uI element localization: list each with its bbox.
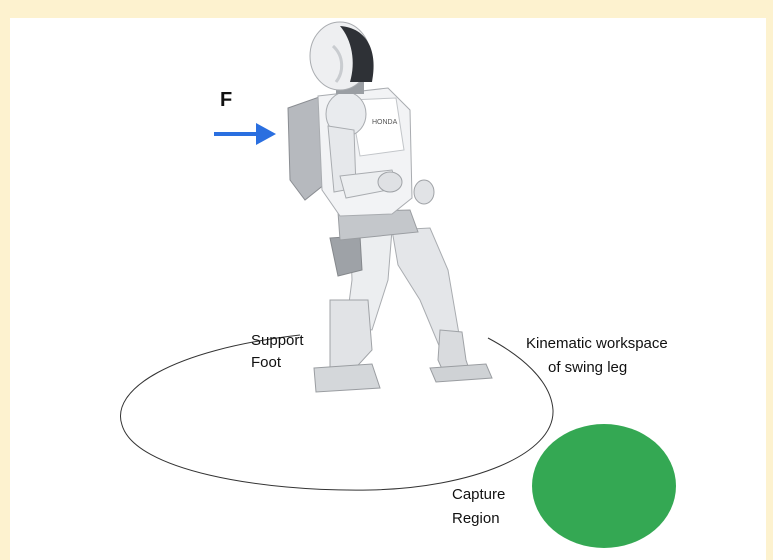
capture-region-label-line2: Region bbox=[452, 510, 500, 527]
svg-text:HONDA: HONDA bbox=[372, 119, 398, 126]
support-foot-label-line2: Foot bbox=[251, 354, 282, 371]
capture-region-label-line1: Capture bbox=[452, 486, 506, 503]
force-label: F bbox=[220, 89, 233, 111]
support-foot-label-line1: Support bbox=[251, 332, 304, 349]
capture-region bbox=[532, 424, 676, 548]
workspace-label-line1: Kinematic workspace bbox=[526, 335, 668, 352]
force-arrow-icon bbox=[214, 123, 276, 145]
workspace-label-line2: of swing leg bbox=[548, 359, 628, 376]
humanoid-robot-icon: HONDA bbox=[287, 21, 493, 393]
workspace-ellipse bbox=[120, 334, 554, 491]
